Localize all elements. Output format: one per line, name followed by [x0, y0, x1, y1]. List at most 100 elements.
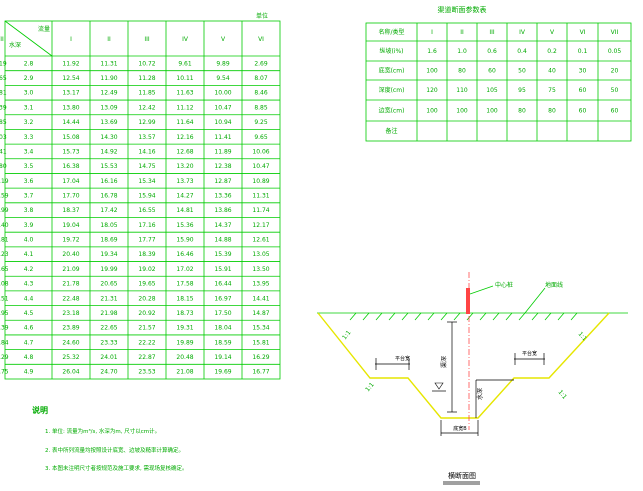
table-cell: 13.80: [62, 104, 79, 111]
table-cell: 0.05: [608, 48, 622, 55]
table-cell: 12.54: [62, 75, 79, 82]
table-cell: 15.34: [138, 178, 155, 185]
table-cell: 100: [426, 68, 438, 75]
table-cell: 15.91: [214, 266, 231, 273]
column-header: 名称/类型: [378, 28, 404, 36]
right-table-border: [365, 22, 632, 142]
table-cell: 10.94: [214, 119, 231, 126]
table-cell: 20.40: [62, 251, 79, 258]
table-cell: 80: [548, 108, 556, 115]
table-cell: 备注: [385, 127, 397, 135]
table-cell: 3.5: [24, 163, 34, 170]
table-cell: 13.08: [0, 281, 9, 288]
table-cell: 13.73: [176, 178, 193, 185]
table-cell: 10.47: [252, 163, 269, 170]
table-cell: 15.75: [0, 369, 9, 376]
table-cell: 深度(cm): [379, 86, 405, 94]
table-cell: 0.1: [578, 48, 588, 55]
table-cell: 16.97: [214, 295, 231, 302]
table-cell: 14.88: [214, 237, 231, 244]
table-cell: 13.05: [252, 251, 269, 258]
table-cell: 8.46: [254, 90, 268, 97]
table-cell: 12.68: [176, 148, 193, 155]
table-cell: 18.05: [100, 222, 117, 229]
slope-left: 1:1: [341, 329, 353, 341]
slope-right: 1:1: [577, 331, 589, 343]
corner-label-bottom: 水深: [9, 41, 21, 49]
table-cell: 0.4: [517, 48, 527, 55]
table-cell: 10.72: [138, 60, 155, 67]
table-cell: 15.90: [176, 237, 193, 244]
table-cell: 17.04: [62, 178, 79, 185]
table-cell: 0.2: [547, 48, 557, 55]
column-header: V: [221, 36, 226, 43]
table-cell: 15.36: [176, 222, 193, 229]
table-cell: 23.89: [62, 325, 79, 332]
table-cell: 14.30: [100, 134, 117, 141]
table-cell: 100: [426, 108, 438, 115]
table-cell: 12.42: [138, 104, 155, 111]
table-cell: 3.3: [24, 134, 34, 141]
column-header: II: [460, 29, 464, 36]
table-cell: 10.06: [252, 148, 269, 155]
table-cell: 4.8: [24, 354, 34, 361]
table-cell: 24.60: [62, 339, 79, 346]
column-header: V: [550, 29, 555, 36]
column-header: IV: [182, 36, 189, 43]
table-cell: 13.51: [0, 295, 9, 302]
table-cell: 13.50: [252, 266, 269, 273]
table-cell: 11.12: [176, 104, 193, 111]
table-cell: 16.29: [252, 354, 269, 361]
table-cell: 60: [579, 108, 587, 115]
table-cell: 23.33: [100, 339, 117, 346]
table-cell: 18.39: [138, 251, 155, 258]
table-cell: 10.59: [0, 192, 9, 199]
table-cell: 8.85: [0, 119, 7, 126]
table-cell: 13.95: [252, 281, 269, 288]
table-cell: 17.42: [100, 207, 117, 214]
table-cell: 16.77: [252, 369, 269, 376]
table-cell: 10.47: [214, 104, 231, 111]
table-cell: 10.19: [0, 178, 9, 185]
table-cell: 80: [458, 68, 466, 75]
column-header: I: [431, 29, 433, 36]
table-cell: 19.89: [176, 339, 193, 346]
column-header: I: [70, 36, 72, 43]
table-cell: 16.78: [100, 192, 117, 199]
table-cell: 13.17: [62, 90, 79, 97]
table-cell: 24.70: [100, 369, 117, 376]
berm-right-label: 平台宽: [522, 350, 537, 357]
table-cell: 40: [548, 68, 556, 75]
table-cell: 17.77: [138, 237, 155, 244]
table-cell: 3.9: [24, 222, 34, 229]
stake-label: 中心桩: [495, 281, 513, 289]
table-cell: 21.57: [138, 325, 155, 332]
table-cell: 23.53: [138, 369, 155, 376]
table-cell: 9.54: [216, 75, 230, 82]
table-cell: 60: [611, 108, 619, 115]
table-cell: 16.16: [100, 178, 117, 185]
table-cell: 20.92: [138, 310, 155, 317]
table-cell: 20: [611, 68, 619, 75]
table-cell: 0.6: [487, 48, 497, 55]
table-cell: 11.90: [100, 75, 117, 82]
table-cell: 2.9: [24, 75, 34, 82]
table-cell: 19.31: [176, 325, 193, 332]
table-cell: 10.89: [252, 178, 269, 185]
table-cell: 14.39: [0, 325, 9, 332]
table-cell: 13.20: [176, 163, 193, 170]
table-cell: 20.48: [176, 354, 193, 361]
notes-block: 说明 1. 单位: 流量为m³/s, 水深为m, 尺寸以cm计。 2. 表中所列…: [32, 405, 188, 472]
table-cell: 12.38: [214, 163, 231, 170]
table-cell: 边宽(cm): [379, 107, 405, 115]
section-title: 横断面图: [448, 471, 476, 480]
table-cell: 8.07: [254, 75, 268, 82]
table-cell: 19.69: [214, 369, 231, 376]
table-cell: 21.98: [100, 310, 117, 317]
cross-section: 中心桩 地面线 1:1 1:1 1:1 1:1 平台宽 平台宽 渠深 水深 底宽…: [317, 272, 628, 485]
table-cell: 15.81: [252, 339, 269, 346]
table-cell: 11.81: [0, 237, 9, 244]
table-cell: 4.5: [24, 310, 34, 317]
table-border: [4, 20, 281, 380]
